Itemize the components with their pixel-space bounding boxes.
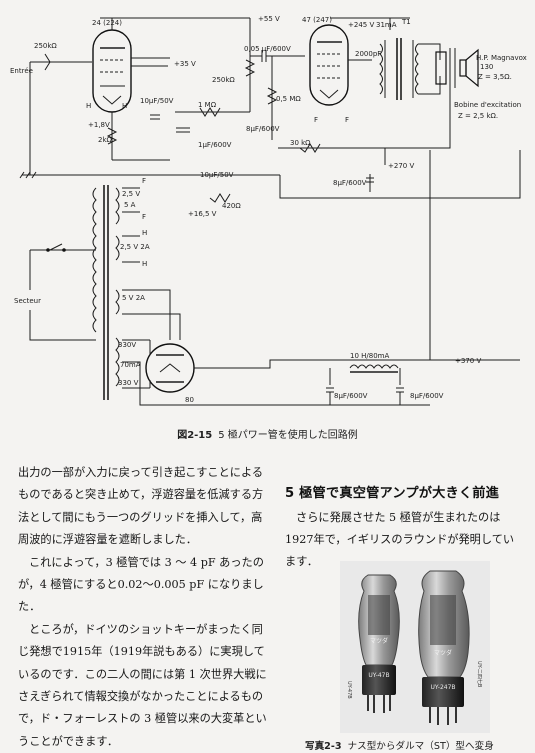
v330a-label: 330V	[118, 341, 136, 349]
c-10uf-label: 10μF/50V	[140, 97, 174, 105]
h-label-3: H	[142, 229, 147, 237]
cathode-resistor-label: 2kΩ	[98, 136, 113, 144]
section-body: さらに発展させた 5 極管が生まれたのは1927年で，イギリスのラウンドが発明し…	[285, 511, 515, 568]
speaker-name-label: H.P. Magnavox	[476, 54, 527, 62]
r-input-label: 250kΩ	[34, 42, 57, 50]
h-label-4: H	[142, 260, 147, 268]
right-side-label: UY-二四七B	[476, 661, 483, 688]
paragraph-1: 出力の一部が入力に戻って引き起こすことによるものであると突き止めて，浮遊容量を低…	[18, 466, 264, 547]
plus270-label: +270 V	[388, 162, 414, 170]
right-column-text: 5 極管で真空管アンプが大きく前進 さらに発展させた 5 極管が生まれたのは19…	[285, 482, 525, 573]
r-30k-label: 30 kΩ	[290, 139, 311, 147]
figure-caption-text: 5 極パワー管を使用した回路例	[218, 430, 358, 441]
plus165-label: +16,5 V	[188, 210, 217, 218]
entree-label: Entrée	[10, 67, 33, 75]
field-z-label: Z = 2,5 kΩ.	[458, 112, 498, 120]
speaker-z-label: Z = 3,5Ω.	[478, 73, 512, 81]
schematic-drawing: 24 (224) +55 V +35 V Entrée 250kΩ H H +1…	[10, 15, 527, 406]
v25-label: 2,5 V	[122, 190, 140, 198]
c-8uf-b-label: 8μF/600V	[333, 179, 367, 187]
figure-caption: 図2-15 5 極パワー管を使用した回路例	[0, 426, 535, 441]
tubes-photo: マツダ UY-47B UY-47B マツダ UY-247B UY-二四七B	[340, 561, 490, 733]
plus35-label: +35 V	[174, 60, 196, 68]
c-8uf-d-label: 8μF/600V	[410, 392, 444, 400]
speaker-model-label: 130	[480, 63, 493, 71]
photo-caption-text: ナス型からダルマ（ST）型へ変身	[347, 741, 494, 752]
r-plate-label: 250kΩ	[212, 76, 235, 84]
power-transformer	[92, 185, 120, 400]
rectifier-80-symbol	[145, 343, 195, 393]
tube1-label: 24 (224)	[92, 19, 122, 27]
f-label-4: F	[142, 213, 146, 221]
left-side-label: UY-47B	[346, 681, 352, 699]
left-tube-brand: マツダ	[370, 637, 388, 645]
f-label-3: F	[142, 177, 146, 185]
photo-caption: 写真2-3 ナス型からダルマ（ST）型へ変身	[305, 738, 535, 752]
v25-2a-label: 2,5 V 2A	[120, 243, 150, 251]
rectifier-label: 80	[185, 396, 194, 404]
choke-label: 10 H/80mA	[350, 352, 389, 360]
r-grid-label: 0,5 MΩ	[276, 95, 301, 103]
photo-number: 写真2-3	[305, 741, 342, 752]
f-label-2: F	[345, 116, 349, 124]
c-10uf-b-label: 10μF/50V	[200, 171, 234, 179]
speaker-symbol	[418, 43, 479, 95]
tube2-label: 47 (247)	[302, 16, 332, 24]
h-label-1: H	[86, 102, 91, 110]
current31-label: 31mA	[376, 21, 397, 29]
plus245-label: +245 V	[348, 21, 374, 29]
left-tube-model: UY-47B	[368, 672, 389, 679]
output-transformer	[379, 38, 419, 100]
ma70-label: 70mA	[120, 361, 141, 369]
r-420-label: 420Ω	[222, 202, 241, 210]
v330b-label: 330 V	[118, 379, 139, 387]
figure-number: 図2-15	[177, 430, 213, 441]
c-8uf-c-label: 8μF/600V	[334, 392, 368, 400]
section-heading: 5 極管で真空管アンプが大きく前進	[285, 486, 500, 501]
plus55-label: +55 V	[258, 15, 280, 23]
tube-24-symbol	[92, 18, 132, 113]
h-label-2: H	[122, 102, 127, 110]
r-1m-label: 1 MΩ	[198, 101, 217, 109]
paragraph-2: これによって，3 極管では 3 ～ 4 pF あったのが，4 極管にすると0.0…	[18, 555, 264, 614]
circuit-schematic: 24 (224) +55 V +35 V Entrée 250kΩ H H +1…	[10, 15, 527, 406]
cathode-voltage-label: +1,8V	[88, 121, 110, 129]
f-label-1: F	[314, 116, 318, 124]
tubes-photo-drawing: マツダ UY-47B UY-47B マツダ UY-247B UY-二四七B	[340, 561, 490, 733]
secteur-label: Secteur	[14, 297, 41, 305]
paragraph-3: ところが，ドイツのショットキーがまったく同じ発想で1915年（1919年説もある…	[18, 622, 267, 748]
coupling-cap-label: 0,05 μF/600V	[244, 45, 291, 53]
c-8uf-a-label: 8μF/600V	[246, 125, 280, 133]
right-tube-model: UY-247B	[430, 684, 455, 691]
field-coil-label: Bobine d'excitation	[454, 101, 521, 109]
left-column-text: 出力の一部が入力に戻って引き起こすことによるものであると突き止めて，浮遊容量を低…	[18, 462, 273, 753]
a5-label: 5 A	[124, 201, 136, 209]
tube-47-symbol	[309, 24, 349, 106]
c-1uf-label: 1μF/600V	[198, 141, 232, 149]
c-2000pf-label: 2000pF	[355, 50, 381, 58]
v5-2a-label: 5 V 2A	[122, 294, 145, 302]
plus370-label: +370 V	[455, 357, 481, 365]
right-tube-brand: マツダ	[434, 649, 452, 657]
transformer-label: T1	[401, 18, 411, 26]
